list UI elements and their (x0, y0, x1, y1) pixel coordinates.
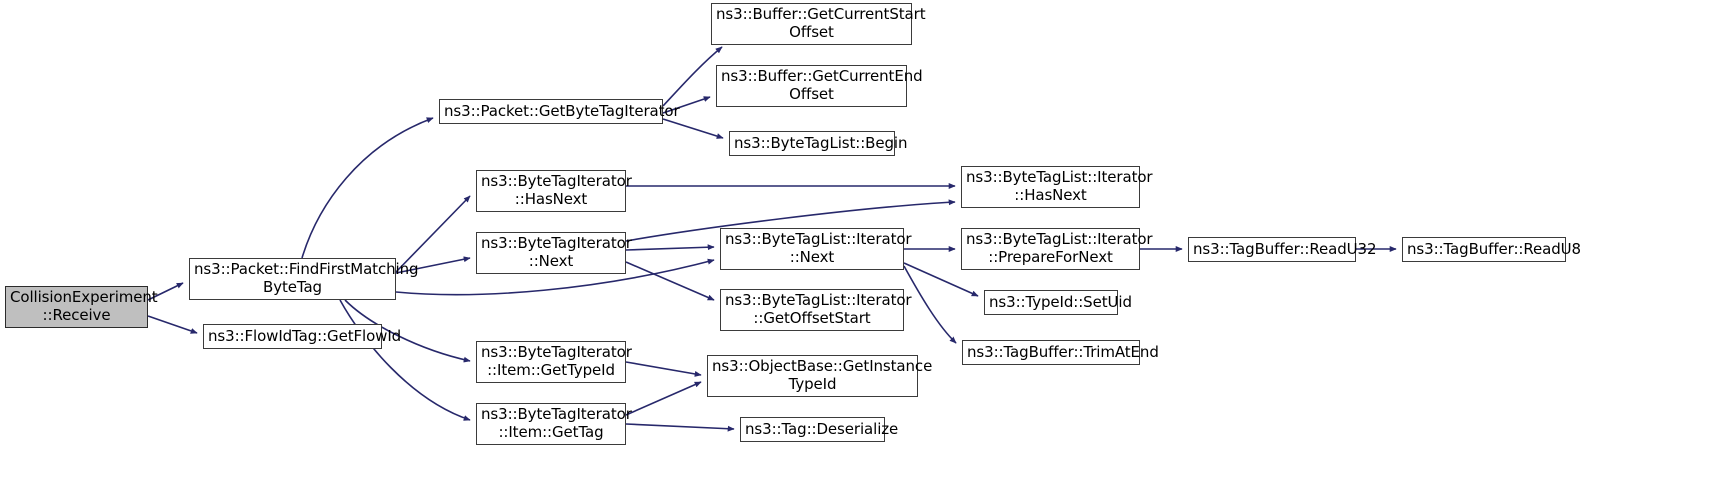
graph-node-label: ns3::Buffer::GetCurrentStart Offset (716, 5, 926, 41)
graph-edge (625, 423, 735, 432)
graph-node[interactable]: ns3::ByteTagIterator ::Next (476, 232, 632, 274)
graph-edge (662, 46, 723, 107)
graph-edge (625, 261, 715, 301)
graph-node[interactable]: ns3::TagBuffer::ReadU8 (1402, 237, 1581, 262)
graph-node-label: ns3::ByteTagList::Begin (734, 133, 908, 152)
graph-edge (339, 299, 471, 421)
graph-node-label: ns3::FlowIdTag::GetFlowId (208, 326, 402, 345)
graph-node[interactable]: ns3::Buffer::GetCurrentEnd Offset (716, 65, 923, 107)
graph-node-label: ns3::Tag::Deserialize (745, 419, 899, 438)
graph-node[interactable]: ns3::TypeId::SetUid (984, 290, 1132, 315)
graph-edge (625, 244, 715, 251)
graph-edge (301, 117, 434, 259)
graph-node-label: ns3::ByteTagIterator ::Item::GetTag (481, 405, 632, 441)
graph-node-label: ns3::ByteTagIterator ::HasNext (481, 172, 632, 208)
graph-node[interactable]: ns3::TagBuffer::TrimAtEnd (962, 340, 1159, 365)
graph-node-label: ns3::TagBuffer::ReadU32 (1193, 239, 1377, 258)
graph-node-label: ns3::ByteTagList::Iterator ::HasNext (966, 168, 1153, 204)
graph-node-label: ns3::Packet::GetByteTagIterator (444, 101, 680, 120)
graph-node-label: ns3::TypeId::SetUid (989, 292, 1132, 311)
graph-node[interactable]: ns3::ByteTagIterator ::HasNext (476, 170, 632, 212)
graph-node-label: ns3::ByteTagIterator ::Next (481, 234, 632, 270)
graph-node[interactable]: ns3::FlowIdTag::GetFlowId (203, 324, 402, 349)
graph-node[interactable]: ns3::ByteTagIterator ::Item::GetTypeId (476, 341, 632, 383)
graph-node[interactable]: ns3::ByteTagList::Iterator ::GetOffsetSt… (720, 289, 912, 331)
graph-node[interactable]: ns3::ByteTagList::Iterator ::HasNext (961, 166, 1153, 208)
graph-node-label: ns3::ByteTagList::Iterator ::GetOffsetSt… (725, 291, 912, 327)
graph-node-label: ns3::TagBuffer::TrimAtEnd (967, 342, 1159, 361)
graph-node[interactable]: ns3::ByteTagList::Begin (729, 131, 908, 156)
graph-node[interactable]: ns3::Packet::FindFirstMatching ByteTag (189, 258, 419, 300)
graph-node-label: ns3::Packet::FindFirstMatching ByteTag (194, 260, 419, 296)
graph-node[interactable]: ns3::ObjectBase::GetInstance TypeId (707, 355, 933, 397)
graph-edge (625, 361, 702, 377)
graph-edge (625, 381, 702, 416)
graph-node-label: ns3::Buffer::GetCurrentEnd Offset (721, 67, 923, 103)
graph-node[interactable]: ns3::ByteTagList::Iterator ::Next (720, 228, 912, 270)
graph-node[interactable]: ns3::Buffer::GetCurrentStart Offset (711, 3, 926, 45)
graph-node[interactable]: ns3::TagBuffer::ReadU32 (1188, 237, 1377, 262)
graph-node[interactable]: ns3::ByteTagList::Iterator ::PrepareForN… (961, 228, 1153, 270)
graph-node[interactable]: ns3::Tag::Deserialize (740, 417, 899, 442)
graph-node-label: ns3::ByteTagList::Iterator ::PrepareForN… (966, 230, 1153, 266)
graph-node-label: ns3::ByteTagList::Iterator ::Next (725, 230, 912, 266)
graph-edge (147, 315, 198, 334)
graph-node[interactable]: ns3::Packet::GetByteTagIterator (439, 99, 680, 124)
graph-node[interactable]: ns3::ByteTagIterator ::Item::GetTag (476, 403, 632, 445)
graph-node-label: ns3::ObjectBase::GetInstance TypeId (712, 357, 933, 393)
graph-edge (662, 118, 724, 139)
graph-node-root[interactable]: CollisionExperiment ::Receive (5, 286, 158, 328)
graph-node-label: CollisionExperiment ::Receive (10, 288, 158, 324)
graph-node-label: ns3::TagBuffer::ReadU8 (1407, 239, 1581, 258)
graph-node-label: ns3::ByteTagIterator ::Item::GetTypeId (481, 343, 632, 379)
